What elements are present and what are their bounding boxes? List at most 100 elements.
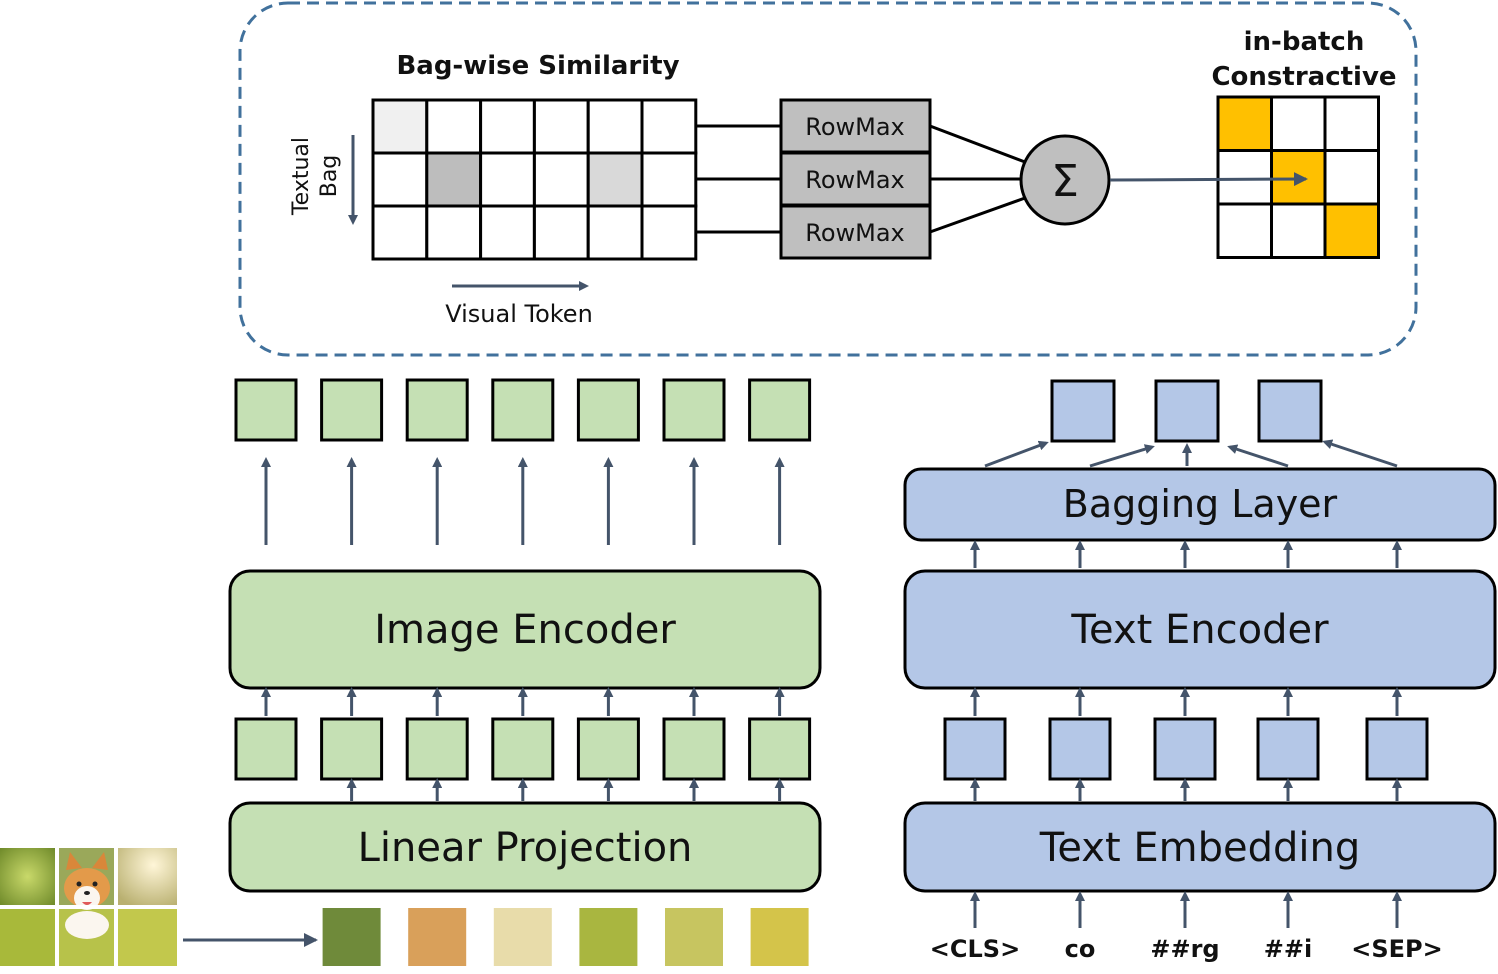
linear-projection-label: Linear Projection xyxy=(358,825,693,871)
image-patch-input xyxy=(579,908,638,966)
text-encoder-box xyxy=(903,569,1497,690)
image-patch-input xyxy=(408,908,467,966)
contrastive-grid xyxy=(1216,95,1380,259)
input-token-label: <CLS> xyxy=(930,935,1020,963)
contrastive-cell xyxy=(1323,149,1380,206)
similarity-cell xyxy=(532,151,590,208)
image-output-token xyxy=(320,378,384,442)
x-axis-label: Visual Token xyxy=(445,300,593,328)
contrastive-cell xyxy=(1270,202,1327,259)
text-embedding-token xyxy=(943,717,1007,781)
bagging-arrow xyxy=(1089,444,1155,468)
input-token-label: ##rg xyxy=(1150,935,1219,963)
rowmax-box: RowMax xyxy=(779,204,932,260)
sum-symbol: Σ xyxy=(1051,156,1079,207)
rowmax-box: RowMax xyxy=(779,151,932,207)
input-token-label: co xyxy=(1065,935,1096,963)
image-output-token xyxy=(491,378,555,442)
similarity-cell xyxy=(425,151,483,208)
y-axis-label-textual: Textual xyxy=(289,137,314,216)
input-token-label: <SEP> xyxy=(1351,935,1443,963)
contrastive-cell xyxy=(1216,149,1273,206)
image-embedding-token xyxy=(320,717,384,781)
image-embedding-token xyxy=(576,717,640,781)
similarity-cell xyxy=(425,98,483,155)
text-bag-token xyxy=(1050,379,1116,443)
image-output-token xyxy=(405,378,469,442)
similarity-cell xyxy=(640,151,698,208)
image-patch xyxy=(118,848,177,905)
similarity-cell xyxy=(371,98,429,155)
image-output-token xyxy=(234,378,298,442)
image-patch-input xyxy=(493,908,552,966)
contrastive-positive-cell xyxy=(1216,95,1273,152)
image-patch xyxy=(0,909,55,966)
text-bag-token xyxy=(1154,379,1220,443)
contrastive-cell xyxy=(1323,95,1380,152)
rowmax-label: RowMax xyxy=(805,219,905,247)
contrastive-title-line2: Constractive xyxy=(1211,62,1396,92)
contrastive-title-line1: in-batch xyxy=(1244,27,1365,57)
rowmax-label: RowMax xyxy=(805,113,905,141)
image-patch xyxy=(118,909,177,966)
text-embedding-token xyxy=(1256,717,1320,781)
image-patch-input xyxy=(665,908,723,966)
sum-connector xyxy=(929,124,1026,164)
similarity-cell xyxy=(425,204,483,261)
similarity-title: Bag-wise Similarity xyxy=(396,51,679,81)
text-bag-token xyxy=(1257,379,1323,443)
similarity-cell xyxy=(586,151,644,208)
image-output-token xyxy=(748,378,812,442)
image-output-token xyxy=(576,378,640,442)
input-image xyxy=(0,848,177,966)
similarity-cell xyxy=(640,204,698,261)
text-embedding-box xyxy=(903,801,1497,893)
bagging-arrow xyxy=(1322,439,1398,468)
text-embedding-token xyxy=(1153,717,1217,781)
bagging-arrow xyxy=(1227,444,1289,468)
image-embedding-token xyxy=(491,717,555,781)
similarity-cell xyxy=(479,204,536,261)
sum-connector xyxy=(929,196,1026,234)
bagging-layer-label: Bagging Layer xyxy=(1063,482,1338,526)
similarity-panel-border xyxy=(238,1,1418,357)
contrastive-positive-cell xyxy=(1270,149,1327,206)
similarity-cell xyxy=(532,204,590,261)
linear-projection-box xyxy=(228,801,822,893)
similarity-cell xyxy=(586,204,644,261)
text-encoder-label: Text Encoder xyxy=(1070,607,1329,653)
rowmax-label: RowMax xyxy=(805,166,905,194)
rowmax-box: RowMax xyxy=(779,98,932,154)
input-token-label: ##i xyxy=(1264,935,1312,963)
text-embedding-token xyxy=(1365,717,1429,781)
sum-node xyxy=(1019,134,1111,226)
bagging-arrow xyxy=(984,440,1049,468)
contrastive-positive-cell xyxy=(1323,202,1380,259)
image-embedding-token xyxy=(234,717,298,781)
text-embedding-token xyxy=(1048,717,1112,781)
corgi-icon xyxy=(64,852,110,939)
image-patch-input xyxy=(750,908,809,966)
similarity-cell xyxy=(479,98,536,155)
image-embedding-token xyxy=(748,717,812,781)
image-patch-input xyxy=(322,908,381,966)
image-embedding-token xyxy=(662,717,726,781)
similarity-cell xyxy=(532,98,590,155)
sum-to-contrastive-arrow xyxy=(1109,172,1308,187)
text-embedding-label: Text Embedding xyxy=(1039,825,1361,871)
similarity-cell xyxy=(586,98,644,155)
y-axis-label-bag: Bag xyxy=(317,155,342,198)
image-encoder-label: Image Encoder xyxy=(374,607,676,653)
bagging-layer-box xyxy=(903,467,1497,542)
image-patch xyxy=(0,848,55,905)
contrastive-cell xyxy=(1270,95,1327,152)
similarity-cell xyxy=(371,204,429,261)
similarity-cell xyxy=(479,151,536,208)
similarity-grid xyxy=(371,98,698,261)
contrastive-cell xyxy=(1216,202,1273,259)
image-embedding-token xyxy=(405,717,469,781)
similarity-cell xyxy=(640,98,698,155)
similarity-cell xyxy=(371,151,429,208)
